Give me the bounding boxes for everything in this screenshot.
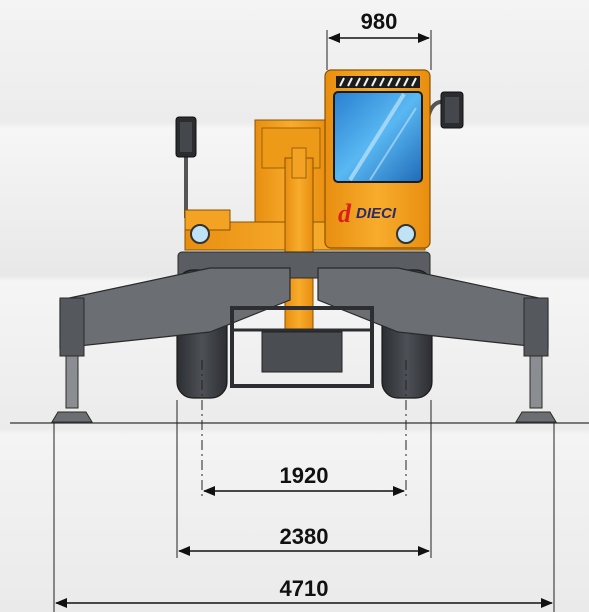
wheel-track-label: 1920 bbox=[280, 463, 329, 488]
outrigger-span-label: 4710 bbox=[280, 576, 329, 601]
cab-width-label: 980 bbox=[361, 9, 398, 34]
telescopic-boom bbox=[284, 147, 314, 349]
left-mirror bbox=[175, 116, 197, 218]
left-headlight bbox=[190, 224, 210, 244]
left-outrigger bbox=[51, 267, 291, 423]
right-outrigger bbox=[317, 267, 557, 423]
right-headlight bbox=[396, 224, 416, 244]
brand-logo-letter: d bbox=[338, 199, 352, 228]
cab: d DIECI bbox=[324, 69, 431, 249]
fork-carriage bbox=[230, 306, 374, 388]
overall-width-label: 2380 bbox=[280, 524, 329, 549]
brand-logo-text: DIECI bbox=[356, 205, 397, 222]
